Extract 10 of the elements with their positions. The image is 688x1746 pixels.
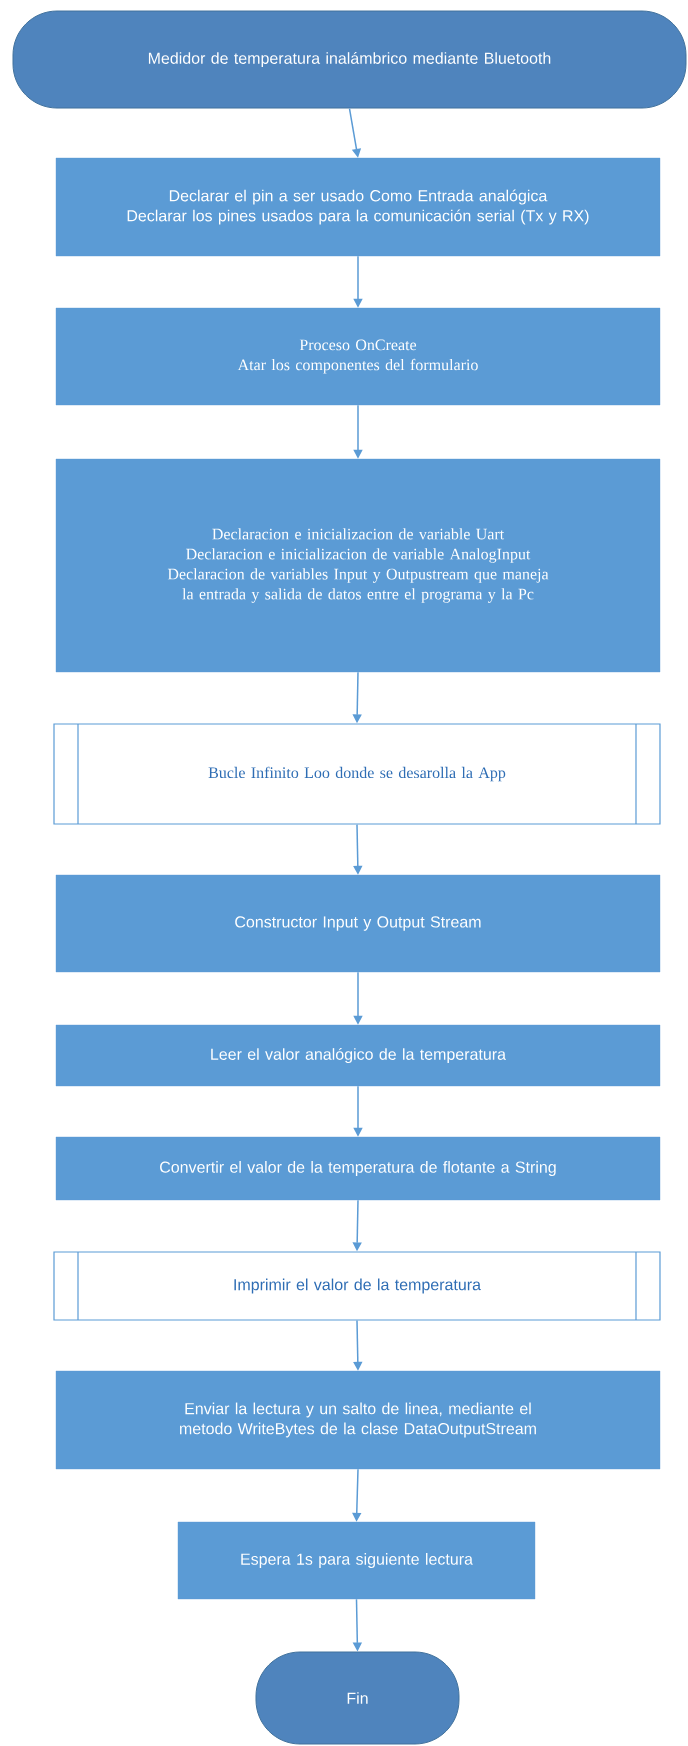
process-box: Enviar la lectura y un salto de linea, mediante el metodo WriteBytes de la clase DataOutputStream (55, 1370, 661, 1470)
predefined-process-box: Imprimir el valor de la temperatura (53, 1251, 661, 1321)
process-box: Convertir el valor de la temperatura de flotante a String (55, 1136, 661, 1201)
process-box: Proceso OnCreate Atar los componentes del formulario (55, 307, 661, 406)
predefined-process-box: Bucle Infinito Loo donde se desarolla la App (53, 723, 661, 825)
process-box: Espera 1s para siguiente lectura (177, 1521, 536, 1600)
process-box: Declarar el pin a ser usado Como Entrada analógica Declarar los pines usados para la comunicación serial (Tx y RX) (55, 157, 661, 257)
process-box: Constructor Input y Output Stream (55, 874, 661, 973)
process-box: Declaracion e inicializacion de variable Uart Declaracion e inicializacion de variable AnalogInput Declaracion de variables Input y Outpustream que maneja la entrada y salida de datos entre el programa y la Pc (55, 458, 661, 673)
process-box: Leer el valor analógico de la temperatura (55, 1024, 661, 1087)
